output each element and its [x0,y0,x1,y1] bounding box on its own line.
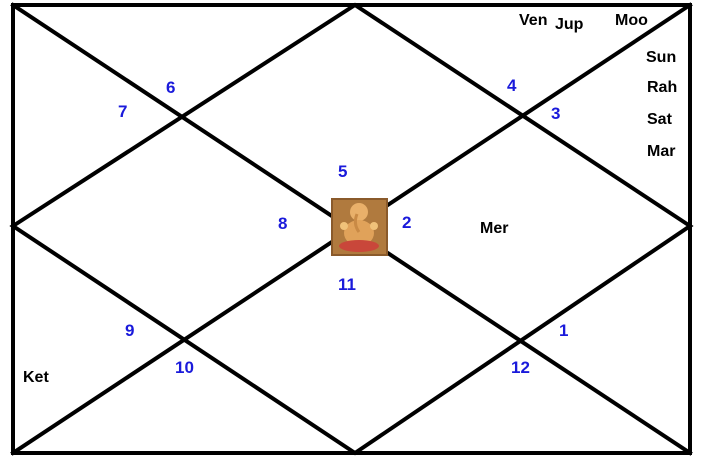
ganesha-icon [331,198,388,256]
planet-moon: Moo [615,12,648,29]
house-number-9: 9 [125,321,134,340]
planet-sun: Sun [646,49,676,66]
house-number-2: 2 [402,213,411,232]
planet-jupiter: Jup [555,16,584,33]
house-number-4: 4 [507,76,517,95]
house-number-3: 3 [551,104,560,123]
house-number-1: 1 [559,321,568,340]
planet-saturn: Sat [647,111,673,128]
house-number-6: 6 [166,78,175,97]
planet-mars: Mar [647,143,675,160]
house-number-5: 5 [338,162,347,181]
house-number-10: 10 [175,358,194,377]
planet-venus: Ven [519,12,547,29]
planet-rahu: Rah [647,79,677,96]
planet-mercury: Mer [480,220,508,237]
house-number-11: 11 [338,275,356,294]
house-number-7: 7 [118,102,127,121]
planet-ketu: Ket [23,369,49,386]
house-number-12: 12 [511,358,530,377]
house-number-8: 8 [278,214,287,233]
